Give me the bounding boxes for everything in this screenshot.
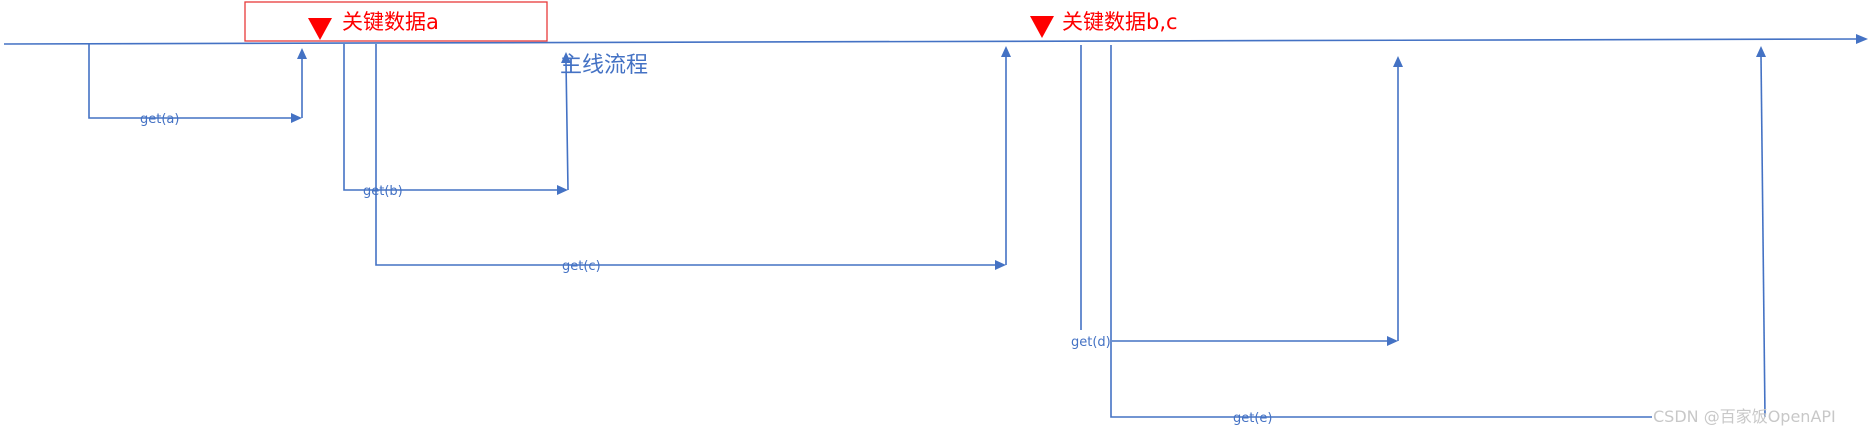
key-point-a-label: 关键数据a [342, 10, 439, 34]
call-a-label: get(a) [140, 112, 179, 127]
main-timeline [3, 38, 1859, 45]
key-point-a-box [244, 1, 548, 42]
call-b-path [343, 44, 560, 191]
call-d-arrow-up [1393, 56, 1403, 67]
call-a-arrow-right [291, 113, 302, 123]
call-d-label: get(d) [1071, 335, 1111, 350]
call-a-arrow-up [297, 48, 307, 59]
call-e-arrow-up [1756, 46, 1766, 57]
call-b-return [565, 61, 569, 191]
call-d-arrow-right [1387, 336, 1398, 346]
key-point-bc-marker [1030, 16, 1054, 38]
call-a-path [88, 44, 294, 119]
call-b-arrow-up [561, 52, 571, 63]
key-point-a-marker [308, 18, 332, 40]
call-e-label: get(e) [1233, 411, 1273, 426]
call-c-arrow-right [995, 260, 1006, 270]
main-timeline-arrow [1856, 34, 1868, 44]
main-flow-label: 主线流程 [560, 53, 648, 78]
key-point-bc-label: 关键数据b,c [1062, 10, 1178, 34]
call-b-label: get(b) [363, 184, 403, 199]
call-c-arrow-up [1001, 46, 1011, 57]
watermark: CSDN @百家饭OpenAPI [1653, 407, 1836, 426]
call-c-label: get(c) [562, 259, 601, 274]
call-e-path [1110, 45, 1652, 418]
call-e-return [1760, 55, 1766, 418]
call-b-arrow-right [557, 185, 568, 195]
call-c-path [375, 44, 998, 266]
